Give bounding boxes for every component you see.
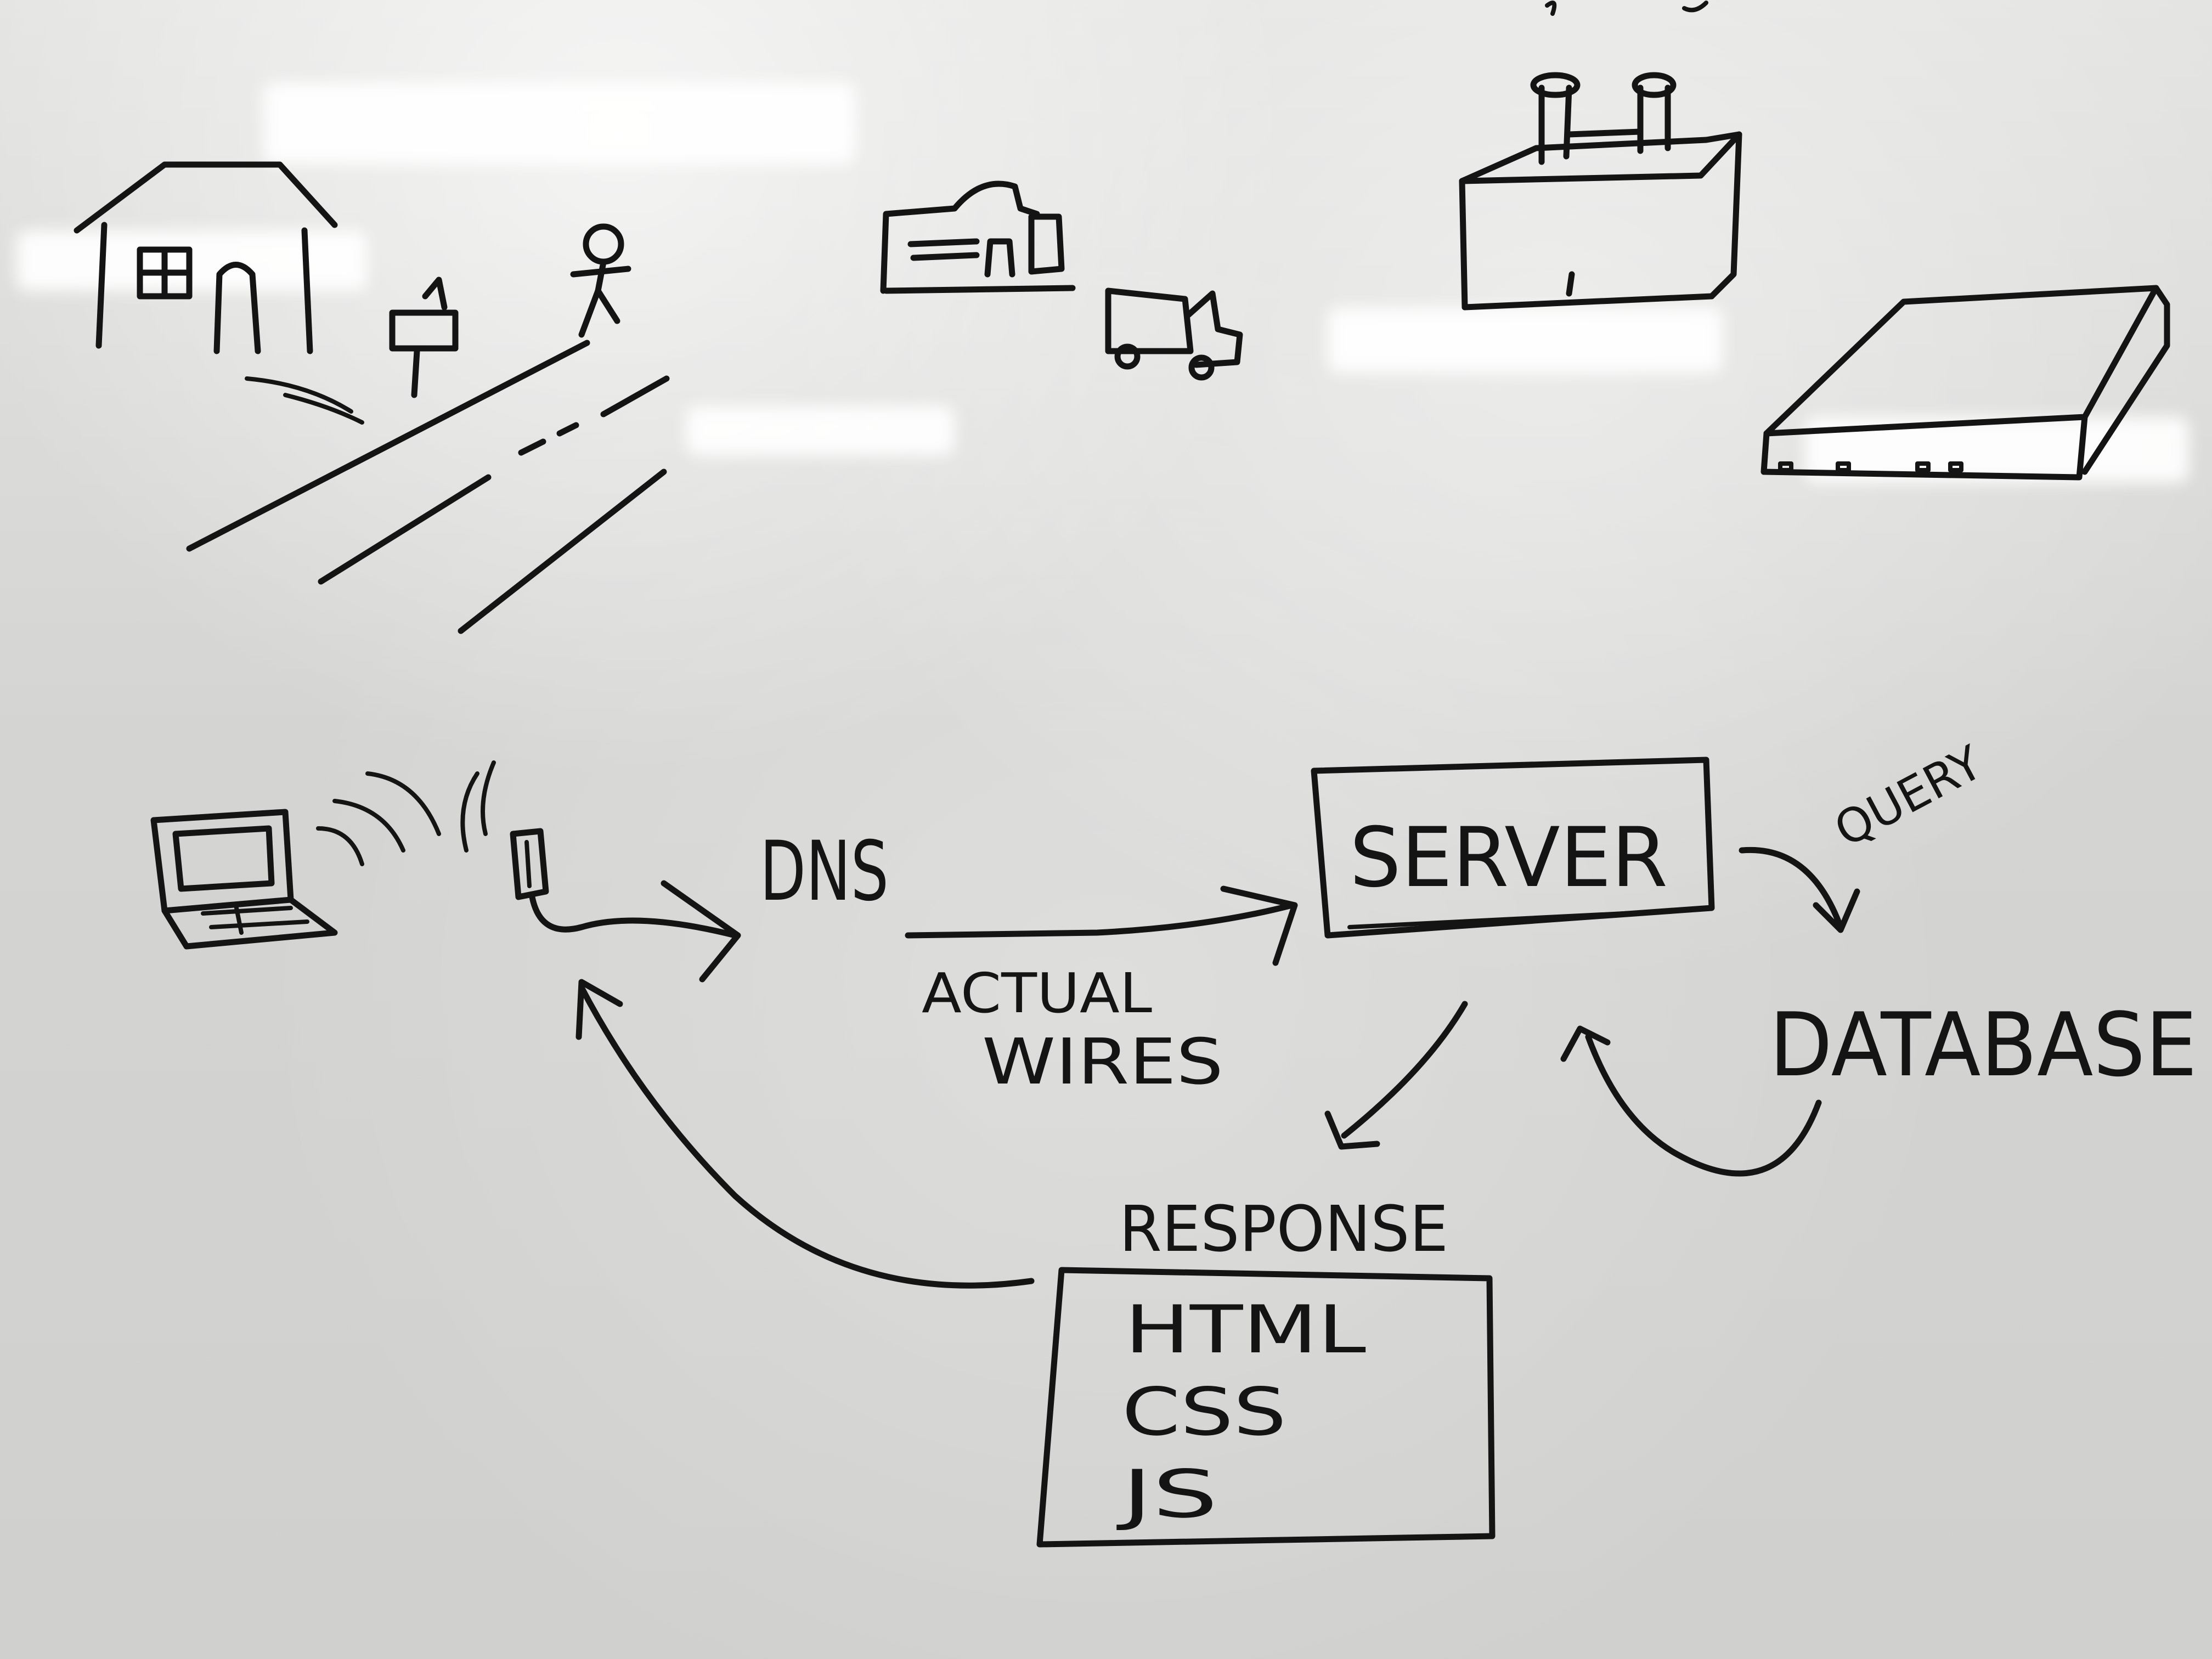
house-icon (74, 161, 364, 425)
laptop-icon (150, 809, 338, 950)
glare-middle (686, 406, 955, 455)
mailbox-icon (389, 276, 459, 398)
glare-right (1328, 307, 1723, 373)
response-label: RESPONSE (1119, 1193, 1448, 1266)
actual-label: ACTUAL (922, 961, 1152, 1025)
js-label: JS (1116, 1457, 1218, 1533)
glare-top-left (263, 82, 856, 165)
router-icon (510, 828, 549, 900)
road (186, 340, 670, 634)
arrow-dns-to-server (905, 885, 1298, 966)
css-label: CSS (1122, 1374, 1286, 1451)
delivery-truck-icon (1105, 287, 1243, 381)
arrow-router-to-dns (529, 880, 741, 983)
factory-icon (1459, 1, 1742, 311)
response-box (1036, 1267, 1496, 1548)
server-label: SERVER (1350, 810, 1668, 906)
query-label: QUERY (1826, 735, 1991, 857)
server-box (1311, 757, 1715, 939)
arrow-server-to-database (1739, 847, 1860, 933)
arrow-database-to-server (1560, 1025, 1822, 1177)
arrow-server-to-response (1324, 1001, 1468, 1150)
wires-label: WIRES (982, 1025, 1223, 1099)
wifi-signal-icon (316, 760, 496, 866)
database-label: DATABASE (1769, 994, 2197, 1096)
arrow-response-to-laptop (575, 979, 1035, 1289)
server-rack-icon (1760, 285, 2170, 481)
stick-figure-icon (570, 223, 631, 338)
dns-label: DNS (760, 824, 889, 919)
html-label: HTML (1125, 1292, 1366, 1368)
post-office-icon (880, 180, 1076, 294)
